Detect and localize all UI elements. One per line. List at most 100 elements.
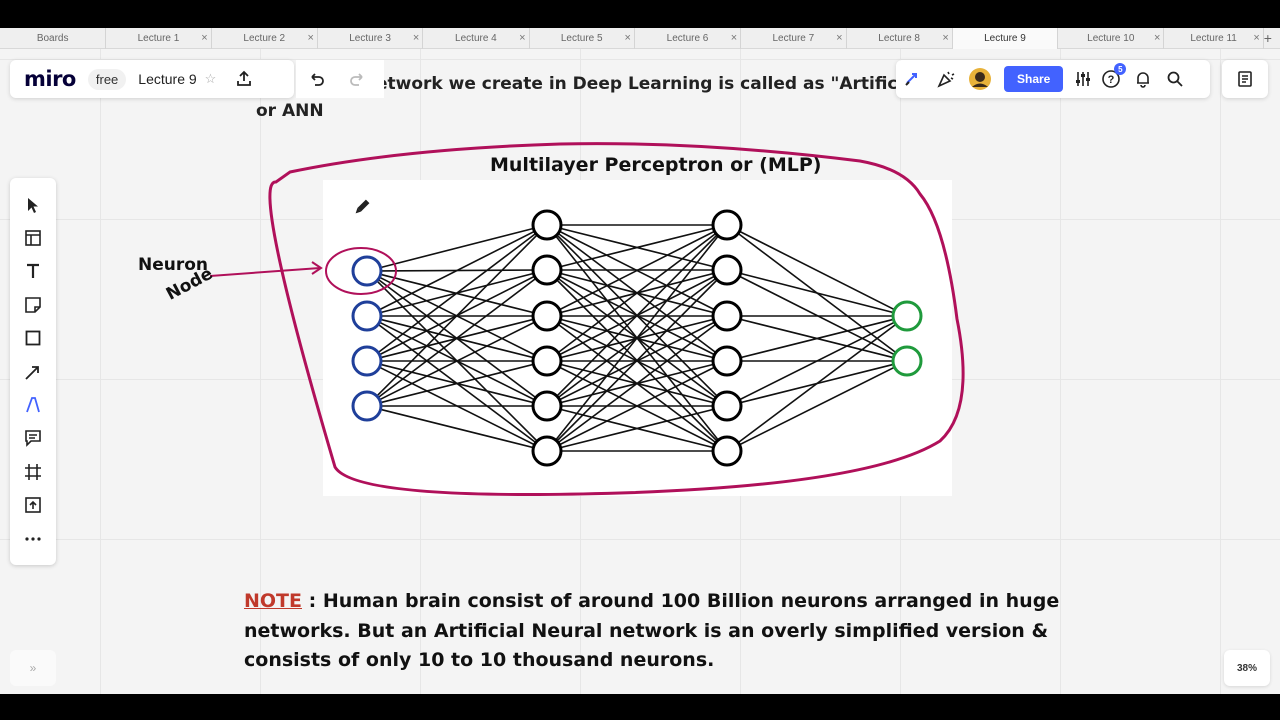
network-edge [366, 405, 548, 452]
upload-tool-icon [25, 497, 41, 514]
tab-close-icon[interactable]: × [1253, 32, 1260, 44]
network-edge [546, 360, 728, 452]
miro-logo[interactable]: miro [24, 67, 76, 91]
hidden-neuron [711, 209, 743, 241]
tab-lecture-2[interactable]: Lecture 2 × [212, 28, 318, 49]
input-neuron [351, 390, 383, 422]
comment-tool-icon [25, 430, 41, 448]
upload-tool-button[interactable] [16, 489, 50, 522]
intro-text-line2: or ANN [256, 101, 324, 121]
network-edge [366, 224, 548, 272]
tab-lecture-11[interactable]: Lecture 11× [1164, 28, 1264, 49]
tab-label: Lecture 6 [666, 33, 709, 44]
settings-sliders-icon[interactable] [1069, 65, 1097, 93]
tab-close-icon[interactable]: × [519, 32, 526, 44]
tab-close-icon[interactable]: × [1154, 32, 1161, 44]
select-tool-button[interactable] [16, 188, 50, 221]
more-tools-button[interactable] [16, 522, 50, 555]
neuron-label: Neuron [138, 255, 209, 275]
hidden-neuron [711, 254, 743, 286]
hidden-neuron [531, 254, 563, 286]
tab-close-icon[interactable]: × [836, 32, 843, 44]
tab-lecture-1[interactable]: Lecture 1 × [106, 28, 212, 49]
expand-panel-button[interactable]: » [10, 650, 56, 686]
hidden-neuron [711, 345, 743, 377]
undo-redo-group [296, 60, 384, 98]
templates-tool-button[interactable] [16, 221, 50, 254]
connection-line-tool-button[interactable] [16, 355, 50, 388]
export-icon[interactable] [230, 65, 258, 93]
network-edge [726, 315, 908, 452]
search-icon[interactable] [1161, 65, 1189, 93]
star-icon[interactable]: ☆ [204, 71, 217, 86]
reactions-icon[interactable] [898, 65, 926, 93]
network-edge [726, 360, 908, 452]
tab-lecture-9[interactable]: Lecture 9 [952, 28, 1059, 49]
new-tab-plus-icon[interactable]: + [1263, 30, 1272, 46]
user-avatar[interactable] [966, 65, 994, 93]
tab-label: Lecture 7 [772, 33, 815, 44]
tab-label: Lecture 9 [984, 33, 1026, 44]
network-edge [546, 315, 728, 452]
hidden-neuron [711, 435, 743, 467]
zoom-level[interactable]: 38% [1224, 650, 1270, 686]
tab-lecture-7[interactable]: Lecture 7 × [741, 28, 847, 49]
collaboration-toolbar: Share ? 5 [896, 60, 1210, 98]
tab-close-icon[interactable]: × [307, 32, 314, 44]
network-edge [366, 269, 548, 407]
intro-text-line1: etwork we create in Deep Learning is cal… [376, 74, 915, 94]
shape-tool-icon [25, 330, 41, 346]
network-edge [546, 224, 728, 452]
board-title[interactable]: Lecture 9 [138, 71, 197, 87]
video-bottom-bar [0, 694, 1280, 720]
sticky-note-tool-button[interactable] [16, 288, 50, 321]
share-button[interactable]: Share [1004, 66, 1064, 92]
notifications-bell-icon[interactable] [1129, 65, 1157, 93]
shape-tool-button[interactable] [16, 322, 50, 355]
undo-icon[interactable] [302, 65, 330, 93]
tab-label: Lecture 2 [243, 33, 286, 44]
hidden-neuron [531, 300, 563, 332]
tab-lecture-5[interactable]: Lecture 5 × [530, 28, 635, 49]
text-tool-button[interactable] [16, 255, 50, 288]
hidden-neuron [531, 435, 563, 467]
annotation-outline [268, 142, 965, 496]
tab-label: Lecture 1 [137, 33, 180, 44]
tab-boards[interactable]: Boards [0, 28, 107, 49]
network-edge [546, 224, 728, 362]
network-edge [546, 405, 728, 452]
tab-close-icon[interactable]: × [624, 32, 631, 44]
tab-lecture-3[interactable]: Lecture 3× [318, 28, 424, 49]
celebrate-icon[interactable] [932, 65, 960, 93]
redo-icon[interactable] [344, 65, 372, 93]
neural-network-diagram [209, 142, 965, 496]
tab-close-icon[interactable]: × [730, 32, 738, 44]
network-edge [546, 224, 728, 317]
tab-lecture-10[interactable]: Lecture 10× [1058, 28, 1165, 49]
tab-lecture-6[interactable]: Lecture 6 × [635, 28, 742, 49]
network-edge [726, 224, 908, 317]
frame-tool-button[interactable] [16, 455, 50, 488]
hidden-neuron [711, 300, 743, 332]
tab-close-icon[interactable]: × [412, 32, 420, 44]
notes-panel-button[interactable] [1222, 60, 1268, 98]
pen-tool-button[interactable] [16, 388, 50, 421]
tab-lecture-4[interactable]: Lecture 4× [423, 28, 530, 49]
tab-label: Lecture 8 [878, 33, 920, 44]
note-label: NOTE [244, 590, 302, 612]
pen-tool-icon [26, 397, 40, 413]
tab-close-icon[interactable]: × [942, 32, 949, 44]
plan-badge[interactable]: free [87, 68, 127, 90]
network-edge [366, 224, 548, 317]
help-icon[interactable]: ? 5 [1097, 63, 1127, 93]
comment-tool-button[interactable] [16, 422, 50, 455]
tab-close-icon[interactable]: × [201, 32, 208, 44]
note-separator: : [302, 590, 323, 612]
miro-board-canvas[interactable]: etwork we create in Deep Learning is cal… [0, 49, 1280, 694]
pen-cursor-icon [355, 199, 370, 214]
annotation-arrow-head [311, 261, 323, 275]
note-body: Human brain consist of around 100 Billio… [244, 590, 1060, 671]
tab-label: Lecture 5 [560, 33, 603, 44]
tab-lecture-8[interactable]: Lecture 8 × [847, 28, 953, 49]
